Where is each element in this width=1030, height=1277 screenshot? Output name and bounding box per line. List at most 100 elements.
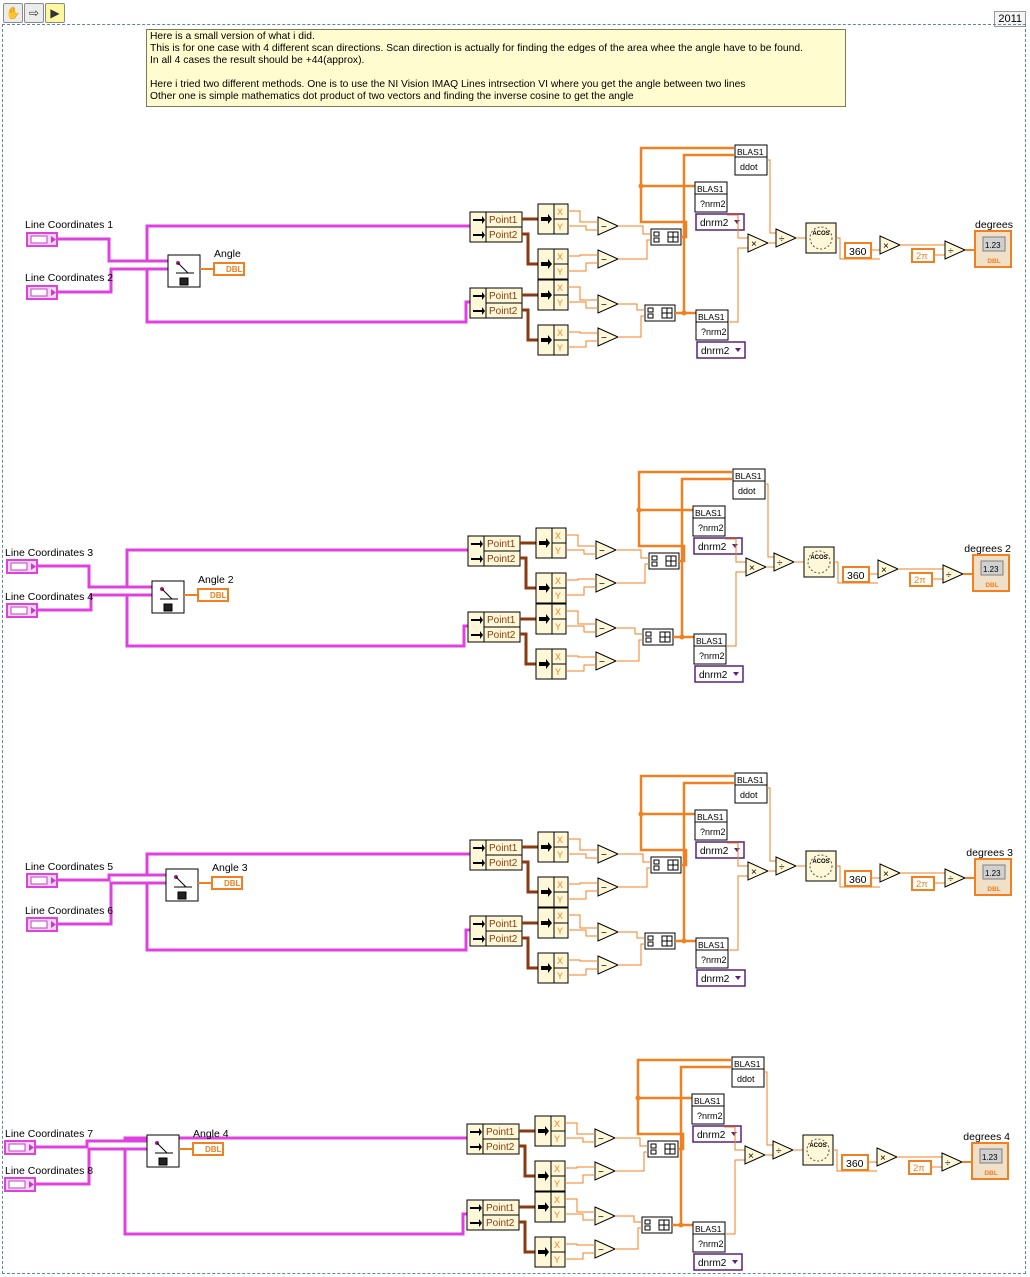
point-wire[interactable] bbox=[520, 617, 538, 621]
dbl-wire[interactable] bbox=[727, 214, 748, 239]
dbl-wire[interactable] bbox=[618, 931, 645, 939]
dbl-wire[interactable] bbox=[566, 610, 596, 625]
unbundle-node[interactable] bbox=[469, 211, 487, 243]
point-wire[interactable] bbox=[522, 308, 538, 342]
multiply-node[interactable] bbox=[745, 557, 768, 577]
subtract-node[interactable] bbox=[597, 877, 620, 897]
cluster-wire[interactable] bbox=[125, 595, 468, 648]
dbl-wire[interactable] bbox=[615, 1137, 648, 1147]
cluster-wire[interactable] bbox=[57, 237, 168, 263]
dnrm2-enum[interactable] bbox=[695, 213, 745, 231]
dbl-wire[interactable] bbox=[615, 1215, 642, 1223]
point-wire[interactable] bbox=[522, 845, 540, 849]
multiply-node[interactable] bbox=[879, 863, 902, 883]
multiply-node[interactable] bbox=[879, 235, 902, 255]
dbl-wire[interactable] bbox=[616, 549, 649, 559]
cluster-wire[interactable] bbox=[123, 1149, 467, 1236]
cluster-wire[interactable] bbox=[123, 1136, 467, 1141]
dbl-wire[interactable] bbox=[566, 655, 596, 658]
dbl-wire[interactable] bbox=[565, 1122, 595, 1135]
cluster-wire[interactable] bbox=[35, 1147, 147, 1186]
unbundle-node[interactable] bbox=[467, 611, 485, 643]
subtract-node[interactable] bbox=[594, 1206, 617, 1226]
dbl-wire[interactable] bbox=[725, 1159, 745, 1235]
dnrm2-enum[interactable] bbox=[692, 1125, 742, 1143]
subtract-node[interactable] bbox=[597, 249, 620, 269]
dbl-wire[interactable] bbox=[566, 586, 596, 596]
cluster-wire[interactable] bbox=[37, 564, 152, 589]
dbl-wire[interactable] bbox=[568, 914, 598, 929]
dbl-wire[interactable] bbox=[618, 239, 651, 260]
blas-function[interactable] bbox=[732, 480, 766, 500]
cluster-wire[interactable] bbox=[37, 593, 152, 612]
dnrm2-enum[interactable] bbox=[693, 537, 743, 555]
dbl-wire[interactable] bbox=[568, 882, 598, 885]
dbl-wire[interactable] bbox=[618, 225, 651, 235]
subtract-node[interactable] bbox=[595, 651, 618, 671]
subtract-node[interactable] bbox=[594, 1128, 617, 1148]
blas-function[interactable] bbox=[731, 1068, 765, 1088]
dbl-wire[interactable] bbox=[615, 1227, 642, 1250]
dbl-wire[interactable] bbox=[566, 625, 596, 633]
unbundle-node[interactable] bbox=[466, 1199, 484, 1231]
subtract-node[interactable] bbox=[597, 327, 620, 347]
multiply-node[interactable] bbox=[876, 1147, 899, 1167]
divide-node[interactable] bbox=[772, 1140, 795, 1160]
subtract-node[interactable] bbox=[597, 955, 620, 975]
dbl-wire[interactable] bbox=[568, 331, 598, 334]
acos-node[interactable] bbox=[805, 850, 837, 882]
multiply-node[interactable] bbox=[744, 1145, 767, 1165]
dbl-wire[interactable] bbox=[615, 1151, 648, 1172]
cluster-wire[interactable] bbox=[57, 873, 166, 882]
subtract-node[interactable] bbox=[597, 294, 620, 314]
dbl-wire[interactable] bbox=[618, 867, 651, 888]
point-wire[interactable] bbox=[522, 860, 538, 894]
point-wire[interactable] bbox=[520, 632, 536, 666]
divide-node[interactable] bbox=[944, 868, 967, 888]
blas-function[interactable] bbox=[695, 321, 729, 341]
dbl-wire[interactable] bbox=[618, 853, 651, 863]
subtract-node[interactable] bbox=[594, 1161, 617, 1181]
dbl-wire[interactable] bbox=[618, 943, 645, 966]
dbl-wire[interactable] bbox=[765, 483, 774, 558]
blas-function[interactable] bbox=[734, 784, 768, 804]
unbundle-node[interactable] bbox=[467, 535, 485, 567]
array-wire[interactable] bbox=[679, 1065, 731, 1225]
point-wire[interactable] bbox=[519, 1220, 535, 1254]
cluster-wire[interactable] bbox=[35, 1139, 147, 1149]
divide-node[interactable] bbox=[941, 1152, 964, 1172]
dbl-wire[interactable] bbox=[568, 968, 598, 976]
dbl-wire[interactable] bbox=[618, 315, 645, 338]
dbl-wire[interactable] bbox=[616, 639, 643, 662]
dbl-wire[interactable] bbox=[728, 247, 748, 323]
multiply-node[interactable] bbox=[877, 559, 900, 579]
point-wire[interactable] bbox=[519, 1205, 537, 1209]
dbl-wire[interactable] bbox=[727, 842, 748, 867]
unbundle-node[interactable] bbox=[466, 1123, 484, 1155]
subtract-node[interactable] bbox=[595, 573, 618, 593]
dnrm2-enum[interactable] bbox=[693, 1253, 743, 1271]
dbl-wire[interactable] bbox=[618, 303, 645, 311]
dnrm2-enum[interactable] bbox=[696, 969, 746, 987]
blas-function[interactable] bbox=[694, 193, 728, 213]
hand-tool-icon[interactable]: ✋ bbox=[3, 3, 23, 23]
point-wire[interactable] bbox=[519, 1144, 535, 1178]
dbl-wire[interactable] bbox=[565, 1166, 595, 1169]
cluster-wire[interactable] bbox=[145, 852, 470, 875]
dbl-wire[interactable] bbox=[565, 1174, 595, 1184]
dbl-wire[interactable] bbox=[728, 875, 748, 951]
acos-node[interactable] bbox=[802, 1134, 834, 1166]
dbl-wire[interactable] bbox=[568, 853, 598, 859]
dbl-wire[interactable] bbox=[568, 301, 598, 309]
point-wire[interactable] bbox=[522, 921, 540, 925]
point-wire[interactable] bbox=[520, 541, 538, 545]
divide-node[interactable] bbox=[775, 228, 798, 248]
dbl-wire[interactable] bbox=[764, 1071, 773, 1146]
dbl-wire[interactable] bbox=[565, 1213, 595, 1221]
cluster-wire[interactable] bbox=[125, 548, 468, 587]
dbl-wire[interactable] bbox=[616, 627, 643, 635]
acos-node[interactable] bbox=[803, 546, 835, 578]
arrow-tool-icon[interactable]: ⇨ bbox=[24, 3, 44, 23]
cluster-wire[interactable] bbox=[57, 267, 168, 294]
array-wire[interactable] bbox=[682, 781, 734, 941]
